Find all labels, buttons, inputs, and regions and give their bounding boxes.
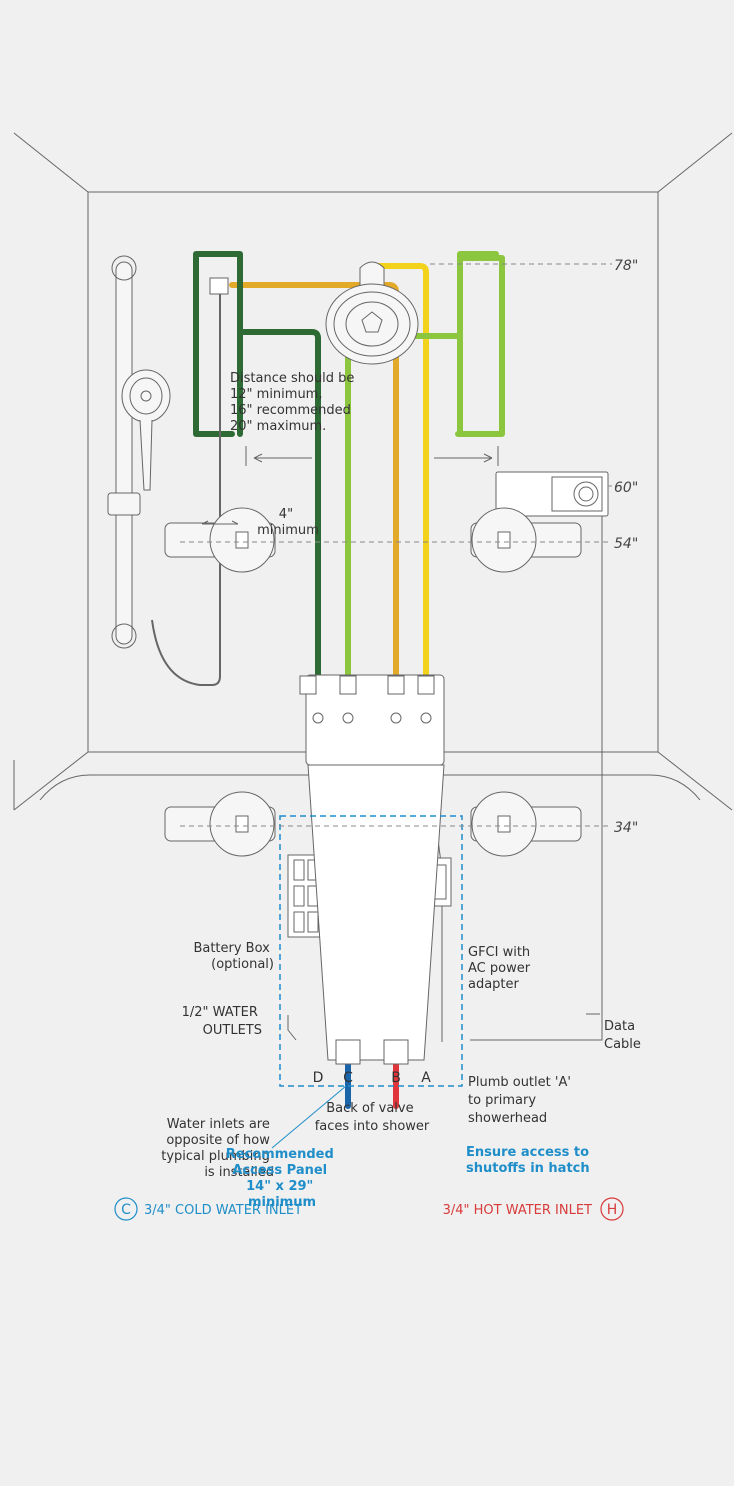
plumb-outlet-label: Plumb outlet 'A' to primary showerhead	[468, 1075, 575, 1126]
battery-box-label: Battery Box (optional)	[193, 941, 274, 972]
body-spray-lower-right	[470, 791, 582, 857]
outlet-d-label: D	[313, 1070, 324, 1086]
gfci-label: GFCI with AC power adapter	[468, 945, 534, 992]
body-spray-upper-left	[164, 507, 276, 573]
height-34-label: 34"	[614, 820, 638, 836]
outlet-letters: D C B A	[313, 1070, 432, 1086]
outlet-b-label: B	[391, 1070, 401, 1086]
hot-marker-circle	[600, 1197, 624, 1221]
outlet-c-label: C	[343, 1070, 353, 1086]
distance-markers	[201, 446, 499, 525]
cold-inlet-label: 3/4" COLD WATER INLET	[144, 1203, 302, 1218]
data-cable-label: Data Cable	[604, 1019, 641, 1052]
digital-controller	[495, 471, 609, 517]
body-sprays	[164, 507, 582, 857]
access-panel-note: Recommended Access Panel 14" x 29" minim…	[226, 1147, 339, 1210]
distance-note: Distance should be 12" minimum, 16" reco…	[230, 371, 359, 434]
body-spray-upper-right	[470, 507, 582, 573]
cold-marker-letter: C	[121, 1202, 131, 1218]
ensure-access-note: Ensure access to shutoffs in hatch	[466, 1145, 594, 1176]
battery-wire	[287, 1015, 297, 1041]
height-54-label: 54"	[614, 536, 638, 552]
hot-inlet-label: 3/4" HOT WATER INLET	[443, 1203, 592, 1218]
light-green-pipe-right	[455, 255, 505, 437]
hot-marker-letter: H	[607, 1202, 618, 1218]
valve-body	[299, 674, 445, 1065]
outlet-a-label: A	[421, 1070, 431, 1086]
access-panel-leader	[271, 1085, 347, 1149]
four-inch-minimum-note: 4" minimum	[257, 507, 319, 538]
dark-green-pipe	[237, 329, 321, 678]
height-60-label: 60"	[614, 480, 638, 496]
water-outlets-label: 1/2" WATER OUTLETS	[182, 1005, 262, 1038]
access-panel-outline	[279, 815, 463, 1087]
data-cable	[470, 516, 603, 1041]
height-reference-lines	[180, 263, 612, 827]
body-spray-lower-left	[164, 791, 276, 857]
handheld-shower-slide-bar	[107, 255, 229, 686]
cold-marker-circle	[114, 1197, 138, 1221]
light-green-feed	[457, 251, 499, 261]
rain-showerhead	[325, 261, 419, 365]
water-inlets-note: Water inlets are opposite of how typical…	[161, 1117, 274, 1180]
dark-green-loop	[193, 251, 243, 437]
yellow-pipe	[375, 263, 429, 678]
height-78-label: 78"	[614, 258, 638, 274]
light-green-pipe-center	[345, 333, 461, 678]
back-of-valve-label: Back of valve faces into shower	[315, 1101, 430, 1134]
